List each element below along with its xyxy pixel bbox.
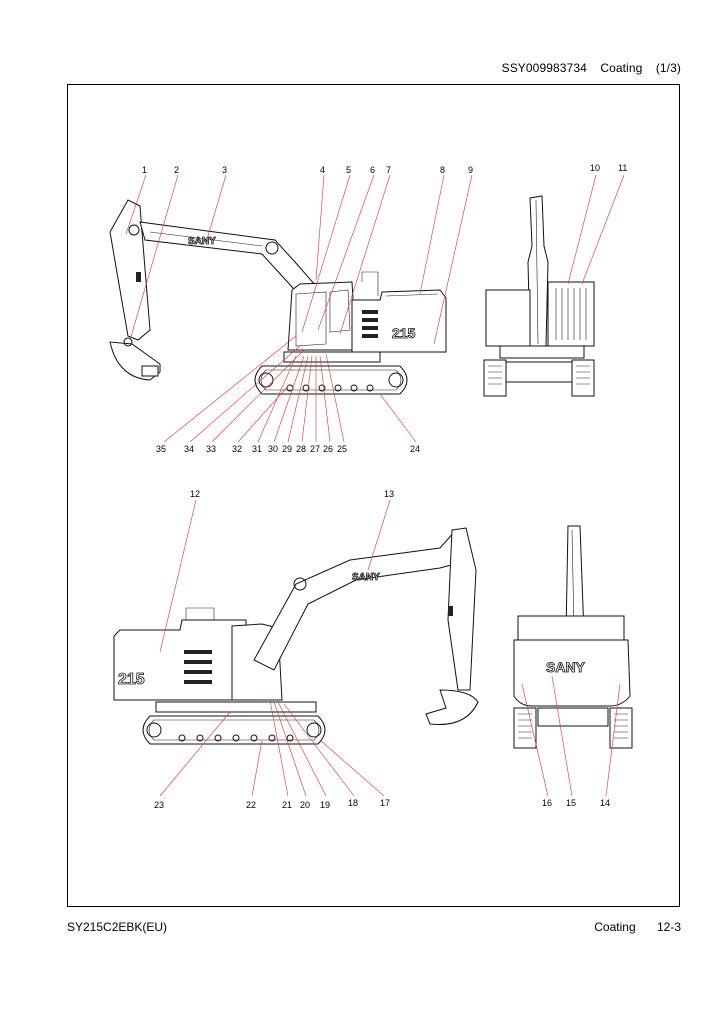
drawing-frame [67, 84, 680, 907]
model-badge-right: 215 [118, 671, 145, 688]
callout-27: 27 [310, 444, 320, 454]
callout-13: 13 [384, 489, 394, 499]
model-badge-left: 215 [392, 325, 416, 341]
callout-24: 24 [410, 444, 420, 454]
callout-26: 26 [323, 444, 333, 454]
callout-31: 31 [252, 444, 262, 454]
callout-4: 4 [320, 165, 325, 175]
callout-8: 8 [440, 165, 445, 175]
counterweight-grille [555, 288, 587, 340]
callout-18: 18 [348, 798, 358, 808]
callout-20: 20 [300, 800, 310, 810]
page-number: 12-3 [656, 920, 681, 934]
track-rollers-right [178, 734, 294, 742]
callout-15: 15 [566, 798, 576, 808]
header-page-ratio: (1/3) [655, 61, 681, 75]
callout-12: 12 [190, 489, 200, 499]
callout-7: 7 [386, 165, 391, 175]
callout-28: 28 [296, 444, 306, 454]
doc-code: SSY009983734 [501, 61, 587, 75]
callout-33: 33 [206, 444, 216, 454]
excavator-front-view [483, 195, 595, 397]
excavator-side-view-right: 215 SANY [113, 527, 479, 745]
callout-2: 2 [174, 165, 179, 175]
callout-16: 16 [542, 798, 552, 808]
callout-34: 34 [184, 444, 194, 454]
callout-29: 29 [282, 444, 292, 454]
boom-logo-right: SANY [352, 572, 380, 583]
excavator-side-view-left: SANY 215 [109, 199, 447, 395]
callout-numbers: 1 2 3 4 5 6 7 8 9 10 11 35 34 33 32 31 3… [142, 163, 627, 810]
callout-5: 5 [346, 165, 351, 175]
callout-30: 30 [268, 444, 278, 454]
track-rollers-left [286, 384, 374, 392]
page-footer-right: Coating 12-3 [576, 920, 681, 934]
callout-35: 35 [156, 444, 166, 454]
callout-10: 10 [590, 163, 600, 173]
callout-9: 9 [468, 165, 473, 175]
callout-14: 14 [600, 798, 610, 808]
boom-logo-left: SANY [188, 236, 216, 247]
header-section: Coating [600, 61, 643, 75]
callout-19: 19 [320, 800, 330, 810]
callout-32: 32 [232, 444, 242, 454]
callout-3: 3 [222, 165, 227, 175]
footer-model: SY215C2EBK(EU) [67, 920, 168, 934]
leader-lines [125, 174, 625, 797]
excavator-rear-view: SANY [513, 525, 633, 749]
callout-21: 21 [282, 800, 292, 810]
callout-25: 25 [337, 444, 347, 454]
counterweight-logo: SANY [546, 659, 586, 675]
callout-17: 17 [380, 798, 390, 808]
callout-11: 11 [618, 163, 627, 173]
page-header: SSY009983734 Coating (1/3) [492, 61, 681, 75]
callout-23: 23 [154, 800, 164, 810]
footer-section: Coating [594, 920, 636, 934]
callout-1: 1 [142, 165, 147, 175]
callout-6: 6 [370, 165, 375, 175]
callout-22: 22 [246, 800, 256, 810]
